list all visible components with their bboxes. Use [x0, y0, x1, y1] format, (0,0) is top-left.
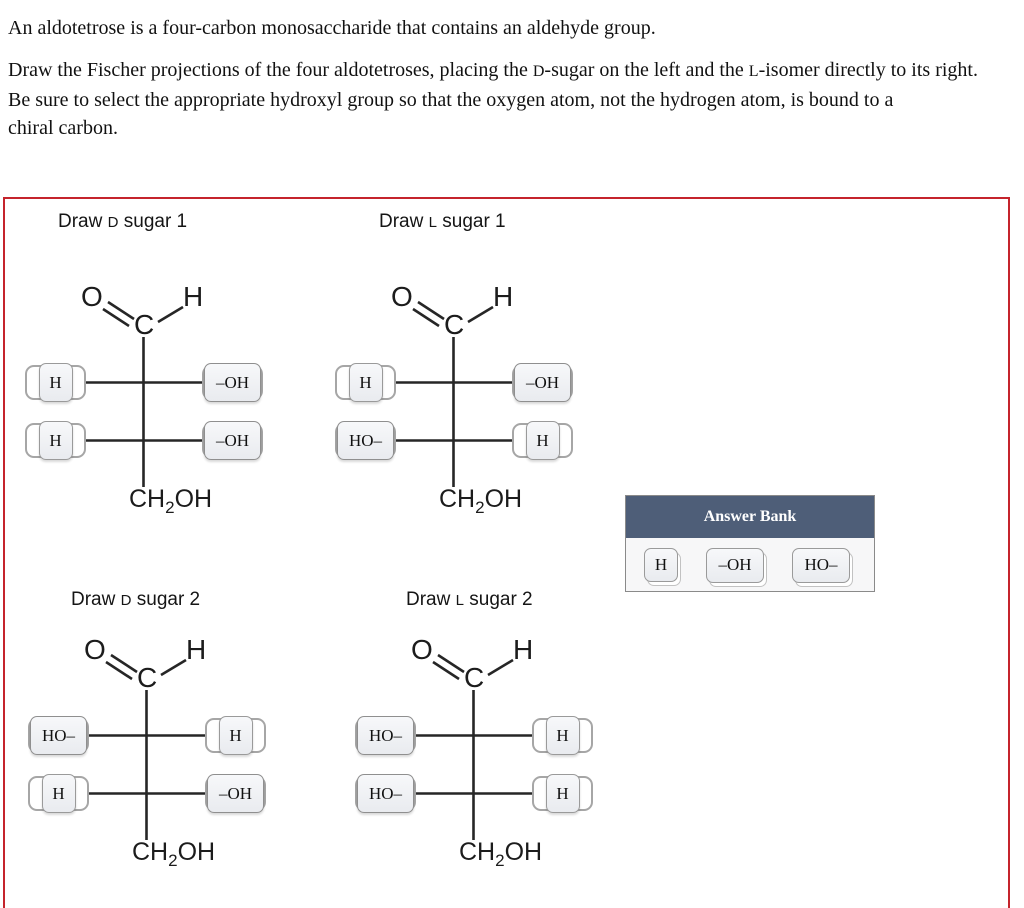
- intro-paragraph: An aldotetrose is a four-carbon monosacc…: [8, 17, 656, 39]
- fischer-structure-d-sugar-1: O C H H –OH H –OH CH2OH: [0, 270, 300, 520]
- oxygen-label: O: [81, 281, 103, 312]
- bond-lines: [416, 653, 532, 840]
- oxygen-label: O: [391, 281, 413, 312]
- drop-zone-c3-right[interactable]: H: [532, 774, 593, 813]
- drop-zone-c3-right[interactable]: –OH: [205, 774, 266, 813]
- ch2oh-label: CH2OH: [132, 838, 216, 870]
- chip-oh[interactable]: –OH: [514, 363, 571, 402]
- instructions-paragraph: Draw the Fischer projections of the four…: [8, 59, 978, 139]
- drop-zone-c3-left[interactable]: HO–: [355, 774, 416, 813]
- bond-lines: [89, 653, 205, 840]
- chip-ho[interactable]: HO–: [357, 716, 414, 755]
- drop-zone-c3-left[interactable]: H: [25, 421, 86, 460]
- chip-ho[interactable]: HO–: [337, 421, 394, 460]
- oxygen-label: O: [84, 634, 106, 665]
- carbon-label: C: [134, 309, 155, 340]
- chip-oh[interactable]: –OH: [207, 774, 264, 813]
- drop-zone-c2-left[interactable]: H: [335, 363, 396, 402]
- drop-zone-c2-right[interactable]: –OH: [202, 363, 263, 402]
- ch2oh-label: CH2OH: [459, 838, 543, 870]
- bank-chip-oh[interactable]: –OH: [706, 547, 764, 583]
- hydrogen-label: H: [183, 281, 204, 312]
- drop-zone-c3-left[interactable]: HO–: [335, 421, 396, 460]
- fischer-structure-l-sugar-2: O C H HO– H HO– H CH2OH: [330, 623, 630, 873]
- chip-h[interactable]: H: [41, 774, 76, 813]
- problem-statement: An aldotetrose is a four-carbon monosacc…: [8, 0, 1018, 142]
- drop-zone-c2-left[interactable]: HO–: [355, 716, 416, 755]
- chip-h[interactable]: H: [545, 716, 580, 755]
- chip-h[interactable]: H: [38, 421, 73, 460]
- bank-chip-h[interactable]: H: [644, 548, 678, 582]
- ch2oh-label: CH2OH: [439, 485, 523, 517]
- chip-ho[interactable]: HO–: [357, 774, 414, 813]
- chip-h[interactable]: H: [38, 363, 73, 402]
- drop-zone-c3-right[interactable]: H: [512, 421, 573, 460]
- bond-lines: [86, 300, 202, 487]
- carbon-label: C: [137, 662, 158, 693]
- bank-chip-ho[interactable]: HO–: [792, 547, 850, 583]
- chip-h[interactable]: H: [348, 363, 383, 402]
- ch2oh-label: CH2OH: [129, 485, 213, 517]
- d-smallcap: D: [532, 63, 545, 80]
- answer-bank-items: H –OH HO–: [626, 538, 874, 592]
- title-d-sugar-2: Draw D sugar 2: [71, 589, 201, 610]
- answer-bank-title: Answer Bank: [703, 508, 797, 525]
- title-d-sugar-1: Draw D sugar 1: [58, 211, 188, 232]
- chip-ho[interactable]: HO–: [30, 716, 87, 755]
- title-l-sugar-1: Draw L sugar 1: [379, 211, 506, 232]
- answer-bank: Answer Bank H –OH HO–: [625, 495, 875, 592]
- drop-zone-c3-left[interactable]: H: [28, 774, 89, 813]
- oxygen-label: O: [411, 634, 433, 665]
- chip-h[interactable]: H: [525, 421, 560, 460]
- drop-zone-c2-left[interactable]: H: [25, 363, 86, 402]
- chip-oh[interactable]: –OH: [204, 421, 261, 460]
- chip-h[interactable]: H: [218, 716, 253, 755]
- drop-zone-c2-right[interactable]: H: [205, 716, 266, 755]
- bond-lines: [396, 300, 512, 487]
- hydrogen-label: H: [493, 281, 514, 312]
- drop-zone-c2-right[interactable]: H: [532, 716, 593, 755]
- title-l-sugar-2: Draw L sugar 2: [406, 589, 533, 610]
- drop-zone-c2-right[interactable]: –OH: [512, 363, 573, 402]
- answer-bank-header: Answer Bank: [626, 496, 874, 538]
- drop-zone-c3-right[interactable]: –OH: [202, 421, 263, 460]
- carbon-label: C: [444, 309, 465, 340]
- carbon-label: C: [464, 662, 485, 693]
- l-smallcap: L: [748, 63, 759, 80]
- drop-zone-c2-left[interactable]: HO–: [28, 716, 89, 755]
- chip-oh[interactable]: –OH: [204, 363, 261, 402]
- fischer-structure-d-sugar-2: O C H HO– H H –OH CH2OH: [3, 623, 303, 873]
- chip-h[interactable]: H: [545, 774, 580, 813]
- fischer-structure-l-sugar-1: O C H H –OH HO– H CH2OH: [310, 270, 610, 520]
- hydrogen-label: H: [513, 634, 534, 665]
- hydrogen-label: H: [186, 634, 207, 665]
